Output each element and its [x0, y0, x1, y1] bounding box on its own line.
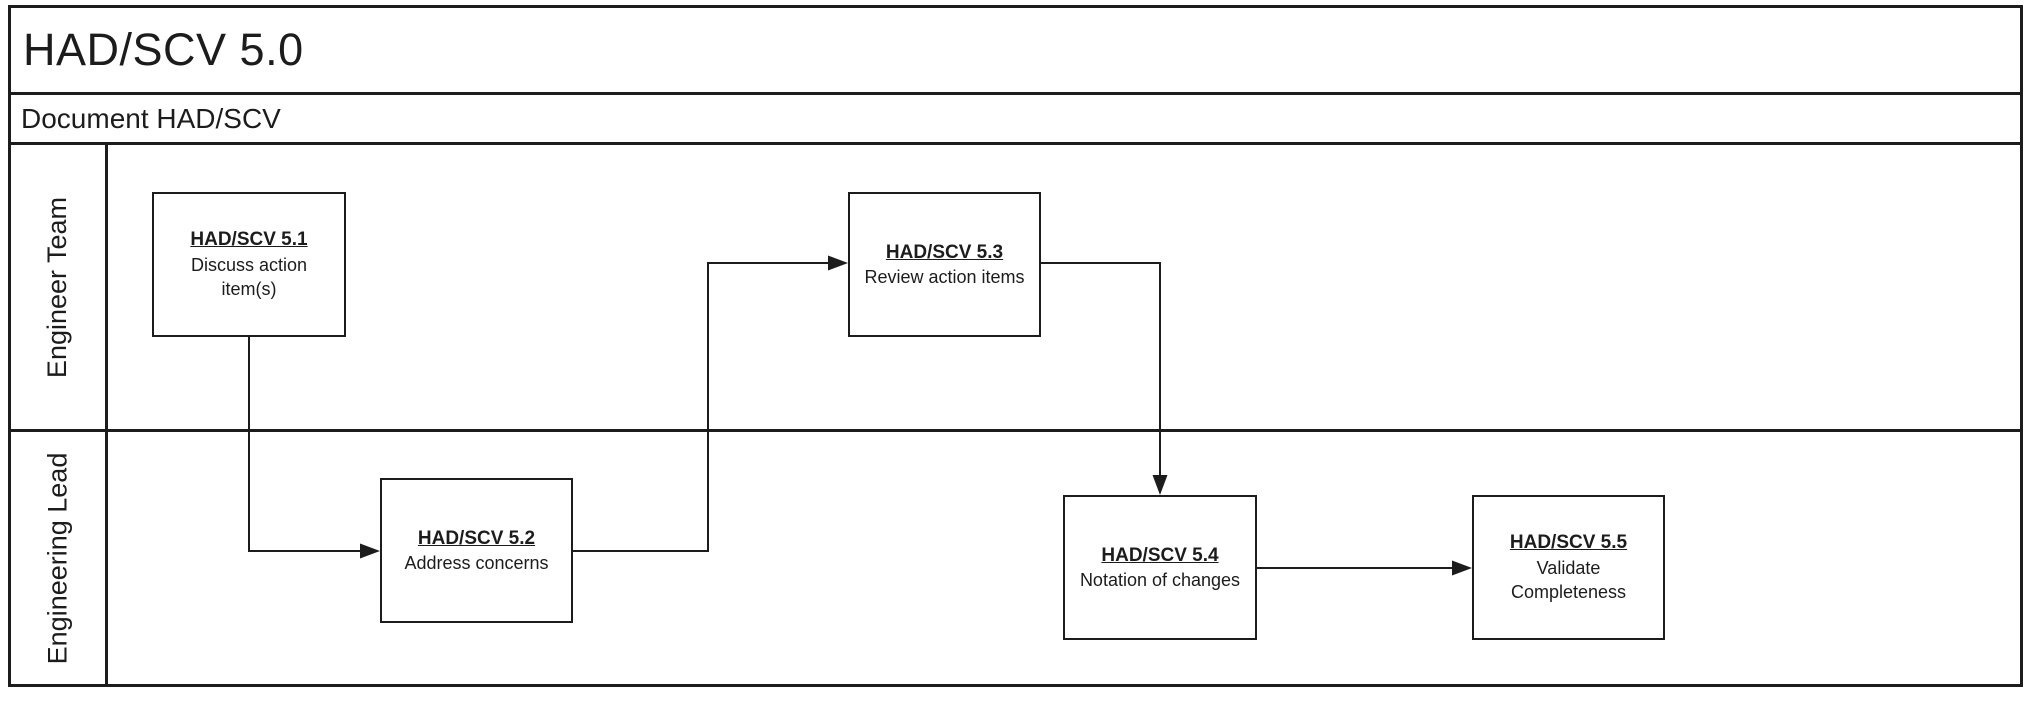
node-title: HAD/SCV 5.5 — [1509, 532, 1628, 554]
node-hadscv-5-3: HAD/SCV 5.3 Review action items — [848, 192, 1041, 337]
lane-engineer-team: Engineer Team — [11, 145, 105, 429]
node-hadscv-5-1: HAD/SCV 5.1 Discuss action item(s) — [152, 192, 346, 337]
node-label: Validate Completeness — [1510, 558, 1627, 603]
node-title: HAD/SCV 5.4 — [1101, 544, 1219, 566]
node-hadscv-5-2: HAD/SCV 5.2 Address concerns — [380, 478, 573, 623]
lane-divider-line — [8, 429, 2023, 432]
node-label: Review action items — [864, 267, 1025, 288]
diagram-title: HAD/SCV 5.0 — [23, 24, 304, 75]
lane-label-engineering-lead: Engineering Lead — [42, 452, 73, 664]
node-hadscv-5-5: HAD/SCV 5.5 Validate Completeness — [1472, 495, 1665, 640]
diagram-title-bar: HAD/SCV 5.0 — [8, 5, 2023, 95]
node-title: HAD/SCV 5.3 — [885, 241, 1004, 263]
diagram-subtitle-bar: Document HAD/SCV — [8, 92, 2023, 145]
node-label: Discuss action item(s) — [190, 255, 308, 300]
node-title: HAD/SCV 5.2 — [417, 527, 536, 549]
node-label: Address concerns — [404, 553, 549, 574]
diagram-body — [8, 142, 2023, 687]
lane-engineering-lead: Engineering Lead — [11, 432, 105, 684]
node-label: Notation of changes — [1079, 570, 1241, 591]
lane-label-column-divider — [105, 142, 108, 687]
lane-label-engineer-team: Engineer Team — [42, 196, 73, 378]
node-title: HAD/SCV 5.1 — [190, 229, 308, 251]
node-hadscv-5-4: HAD/SCV 5.4 Notation of changes — [1063, 495, 1257, 640]
diagram-subtitle: Document HAD/SCV — [21, 102, 281, 134]
